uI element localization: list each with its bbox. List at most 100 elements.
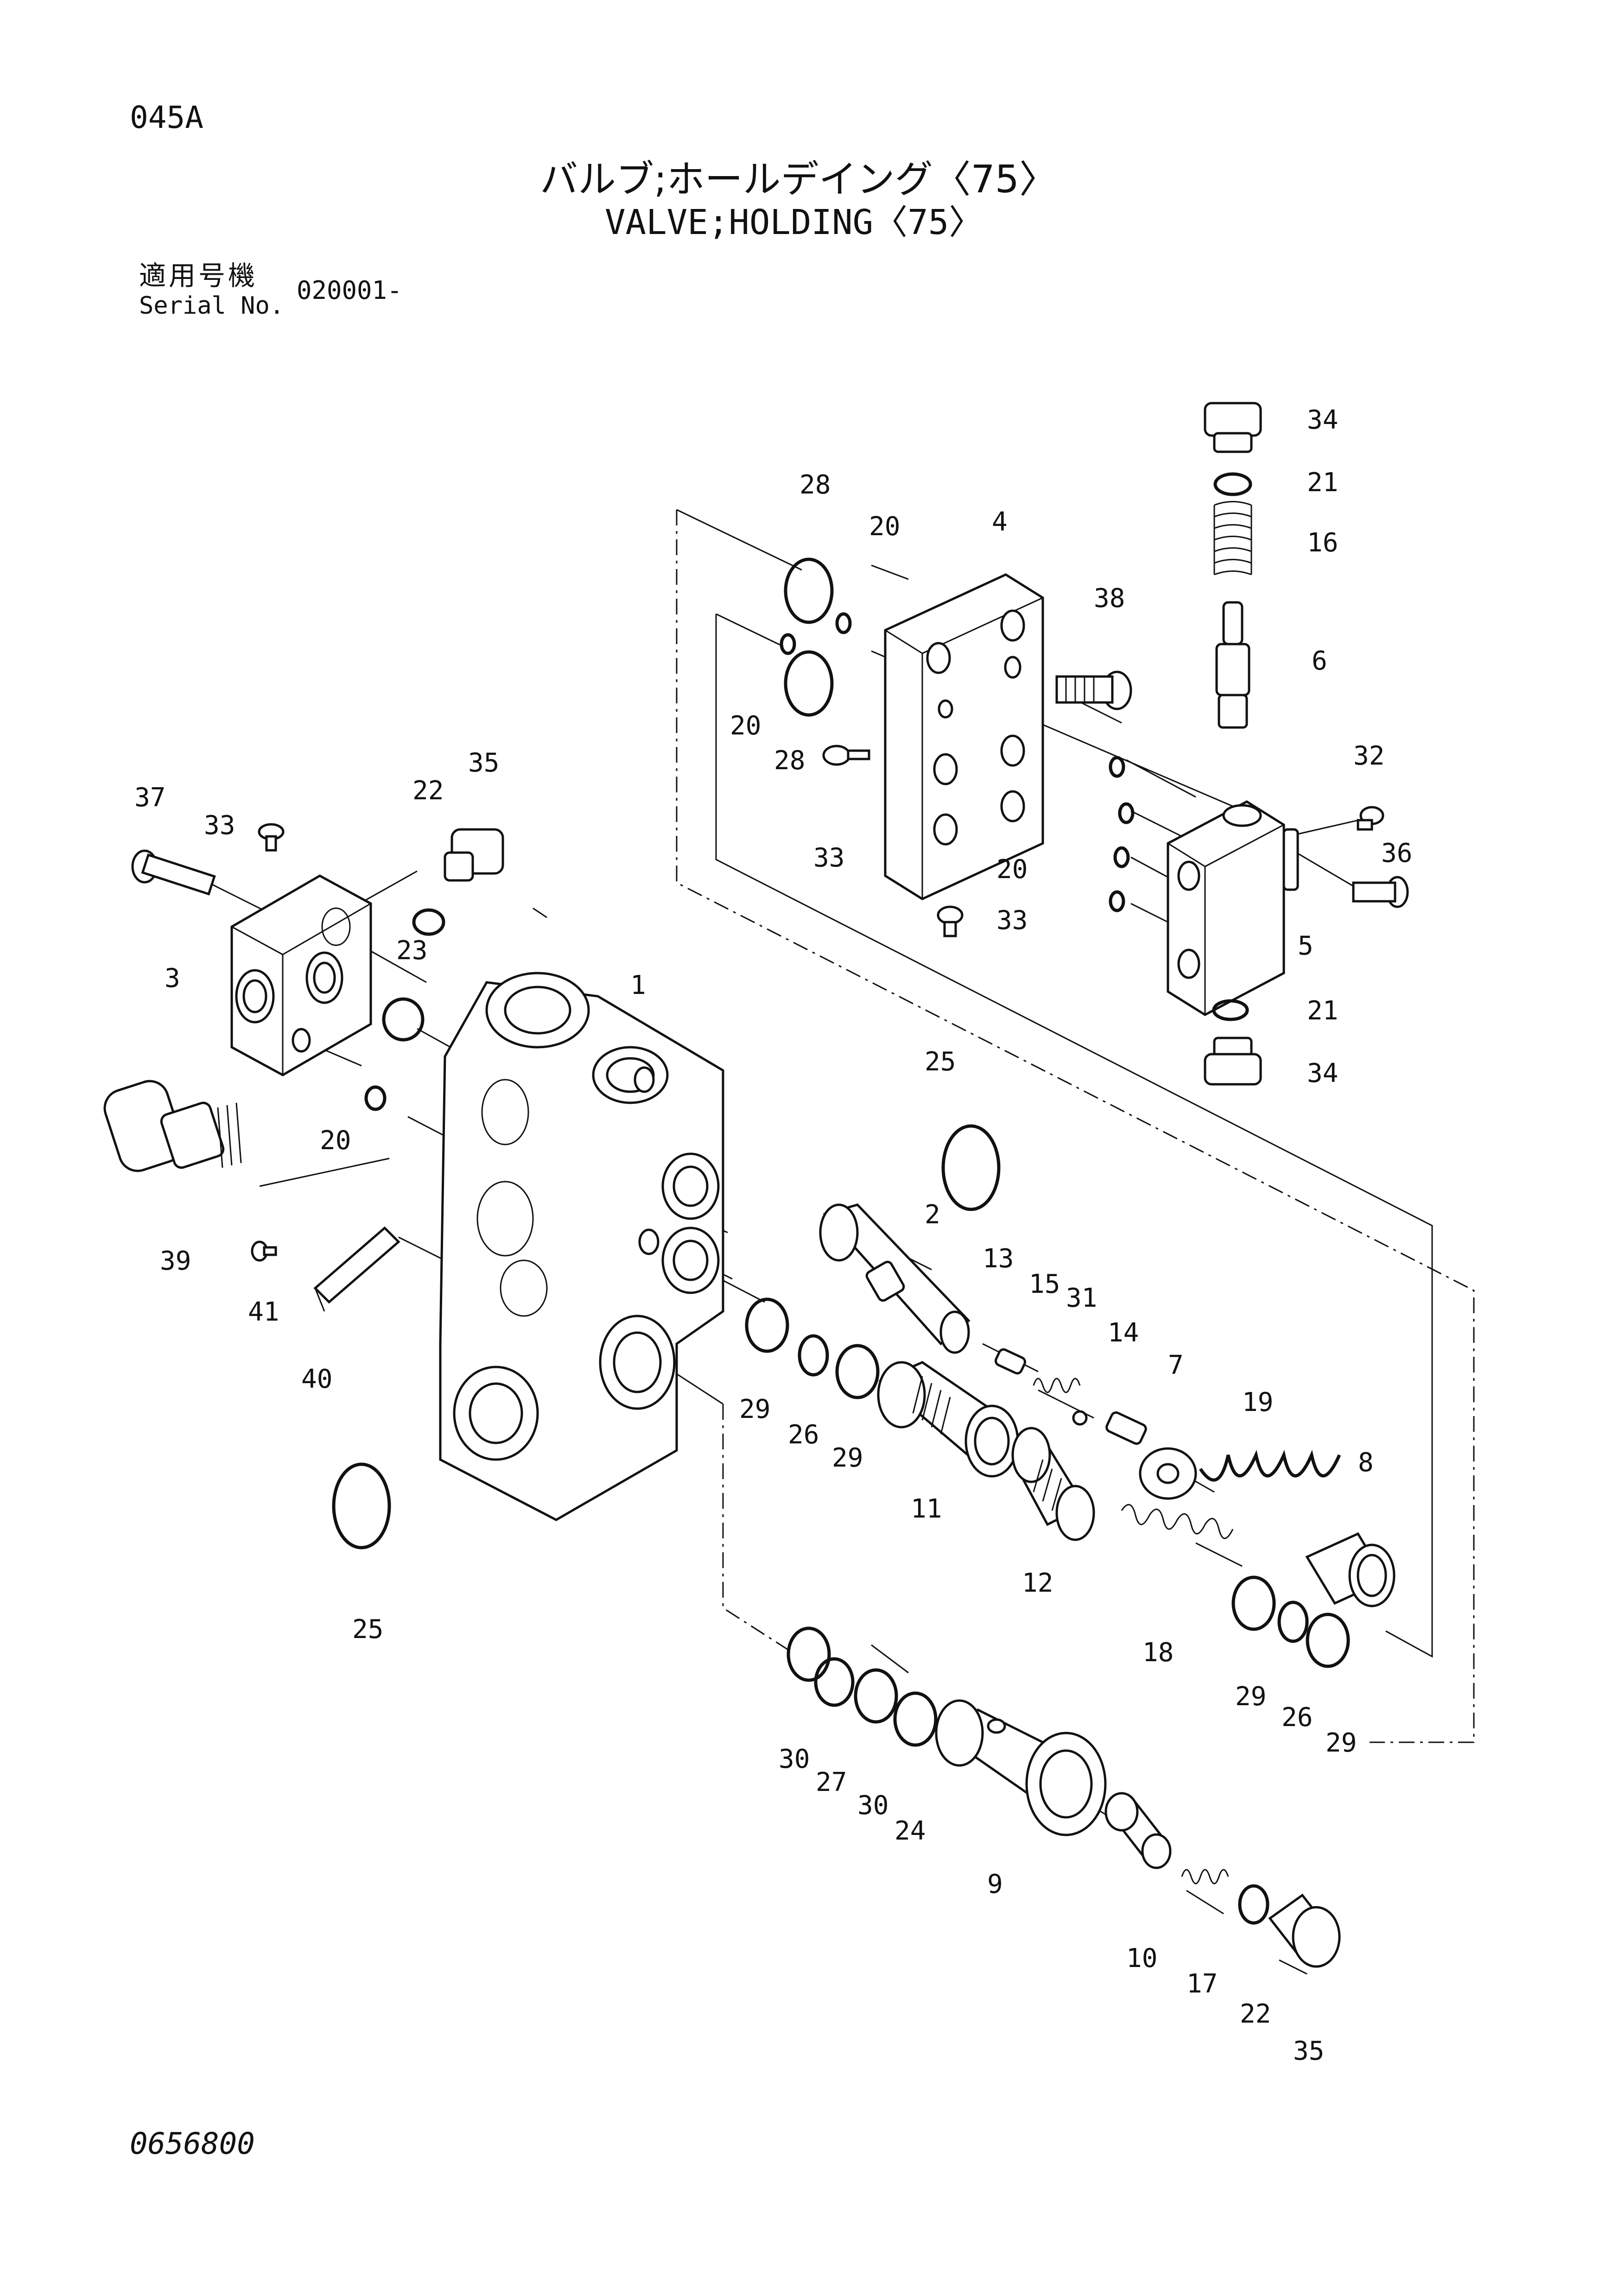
part-26-ring-2 (1277, 1600, 1309, 1643)
callout-6: 6 (1312, 646, 1327, 676)
serial-number-value: 020001- (297, 276, 402, 305)
part-14-plug (1105, 1411, 1147, 1445)
part-28-ring-lower (784, 650, 834, 717)
callout-26-second: 26 (1281, 1702, 1313, 1733)
part-39-plug-assembly (103, 1080, 242, 1172)
callout-7: 7 (1168, 1350, 1184, 1380)
callout-18: 18 (1142, 1638, 1174, 1668)
callout-39: 39 (160, 1246, 191, 1276)
part-15-spring (1033, 1378, 1081, 1393)
part-20-ring-left (780, 633, 796, 655)
callout-29-third: 29 (1235, 1682, 1266, 1712)
callout-16: 16 (1307, 528, 1338, 558)
part-33-screw-upper (822, 745, 870, 766)
callout-41: 41 (248, 1297, 279, 1327)
part-27-ring (814, 1657, 855, 1707)
part-21-ring-lower (1212, 999, 1249, 1021)
callout-30-second: 30 (857, 1790, 888, 1821)
outer-frame-line (676, 510, 1475, 1743)
part-34-plug-lower (1204, 1037, 1262, 1086)
lower-frame-line (722, 1404, 788, 1651)
serial-label-english: Serial No. (139, 292, 285, 320)
part-7-washer (1139, 1447, 1197, 1500)
callout-33-lower: 33 (996, 905, 1028, 936)
part-38-bolt (1055, 670, 1132, 710)
part-13-pin (994, 1348, 1027, 1375)
assembly-frame-lines (676, 509, 1475, 1743)
callout-30-first: 30 (779, 1744, 810, 1774)
part-30-ring-2 (854, 1668, 898, 1724)
callout-28-lower: 28 (774, 746, 805, 776)
callout-20-left-lower: 20 (320, 1126, 351, 1156)
callout-26-first: 26 (788, 1420, 819, 1450)
part-25-ring-lower (332, 1462, 391, 1550)
part-17-spring (1181, 1869, 1229, 1885)
part-35-plug-left (444, 828, 504, 882)
part-8-cap (1305, 1532, 1396, 1607)
callout-9: 9 (987, 1869, 1003, 1899)
callout-31: 31 (1066, 1283, 1097, 1313)
callout-12: 12 (1022, 1568, 1053, 1598)
callout-29-fourth: 29 (1326, 1728, 1357, 1758)
part-1-main-body (439, 972, 724, 1521)
part-19-spring (1199, 1449, 1341, 1482)
callout-14: 14 (1108, 1318, 1139, 1348)
callout-38: 38 (1094, 583, 1125, 614)
callout-20-body: 20 (996, 854, 1028, 885)
part-29-ring-2 (835, 1344, 880, 1399)
part-35-plug-lower (1268, 1893, 1341, 1968)
callout-37: 37 (134, 783, 165, 813)
callout-10: 10 (1126, 1943, 1157, 1973)
part-10-piston (1104, 1792, 1172, 1869)
callout-13: 13 (983, 1244, 1014, 1274)
callout-29-second: 29 (832, 1443, 863, 1473)
part-20-ring-body-3 (1113, 846, 1130, 868)
part-18-spring (1121, 1504, 1234, 1539)
part-30-ring-1 (787, 1626, 831, 1682)
callout-15: 15 (1029, 1269, 1060, 1299)
callout-17: 17 (1186, 1969, 1218, 1999)
part-28-ring-upper (784, 557, 834, 624)
part-20-ring-upper (835, 612, 852, 634)
part-32-screw (1357, 806, 1384, 831)
part-24-ring (893, 1691, 938, 1747)
part-22-ring-left (412, 908, 445, 936)
part-29-ring-4 (1306, 1613, 1350, 1668)
part-21-ring-top (1213, 472, 1252, 496)
part-9-cartridge (935, 1699, 1107, 1836)
part-31-ball (1072, 1410, 1088, 1426)
part-33-screw-lower (937, 905, 964, 937)
callout-22-lower: 22 (1240, 1999, 1271, 2029)
callout-35-lower: 35 (1293, 2036, 1324, 2066)
part-20-ring-body-4 (1109, 890, 1125, 912)
callout-36: 36 (1381, 838, 1412, 868)
outer-frame-top-line (676, 509, 802, 571)
part-4-block (884, 573, 1044, 900)
callout-labels: 34 21 16 6 28 20 4 38 20 28 33 32 20 36 … (134, 405, 1412, 2066)
part-20-ring-left-lower (364, 1085, 387, 1111)
callout-40: 40 (301, 1364, 332, 1394)
part-6-spool (1215, 601, 1250, 729)
callout-34-top: 34 (1307, 405, 1338, 435)
lower-frame-top-line (676, 1373, 723, 1405)
callout-11: 11 (911, 1494, 942, 1524)
callout-21-lower: 21 (1307, 996, 1338, 1026)
callout-23: 23 (396, 936, 427, 966)
page-title-japanese: バルブ;ホールデイング〈75〉 (540, 158, 1057, 202)
part-36-bolt (1352, 876, 1409, 908)
callout-33-block: 33 (813, 843, 844, 873)
part-34-plug-top (1204, 402, 1262, 453)
part-29-ring-1 (745, 1297, 789, 1353)
callout-21-top: 21 (1307, 468, 1338, 498)
callout-32: 32 (1353, 741, 1384, 771)
callout-20-upper: 20 (869, 512, 900, 542)
callout-8: 8 (1358, 1448, 1374, 1478)
callout-22-left: 22 (412, 776, 444, 806)
part-25-ring-upper (941, 1124, 1001, 1211)
inner-frame-line (715, 614, 1433, 1658)
part-41-screw (251, 1240, 277, 1262)
callout-19: 19 (1242, 1387, 1273, 1417)
callout-1: 1 (630, 970, 646, 1000)
part-12-piston (1011, 1427, 1095, 1541)
